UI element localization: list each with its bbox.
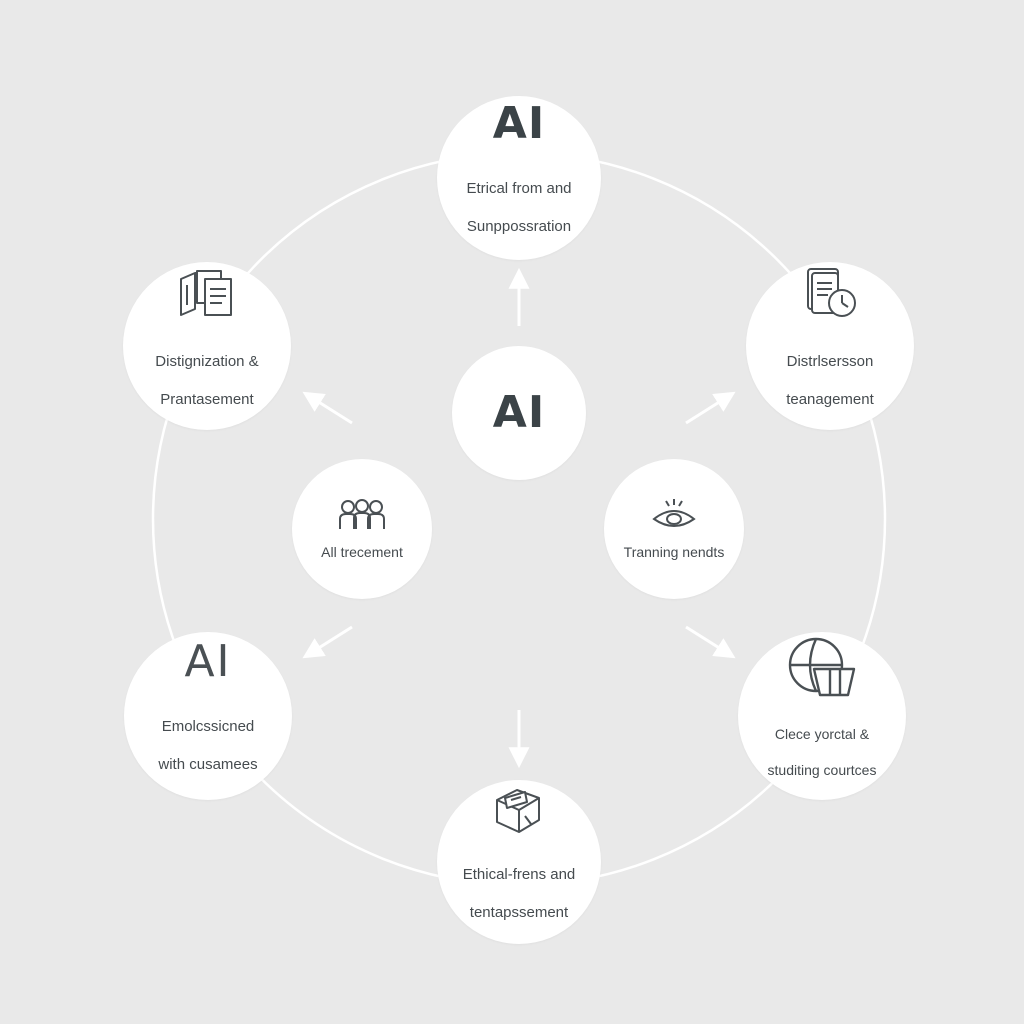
- bottom-node: Ethical-frens and tentapssement: [437, 780, 601, 944]
- lower-right-label-line1: Clece yorctal &: [774, 726, 870, 742]
- lower-left-label-line2: with cusamees: [158, 755, 258, 773]
- inner-left-label: All trecement: [321, 544, 403, 560]
- inner-right-node: Tranning nendts: [604, 459, 744, 599]
- people-group-icon: [339, 499, 385, 529]
- upper-right-label-line1: Distrlsersson: [786, 352, 874, 370]
- inner-right-label: Tranning nendts: [623, 544, 725, 560]
- top-node-label-line2: Sunppossration: [466, 217, 572, 235]
- globe-box-icon: [788, 637, 856, 697]
- top-node: AI Etrical from and Sunppossration: [437, 96, 601, 260]
- top-node-title: AI: [492, 97, 546, 149]
- center-title: AI: [492, 387, 546, 438]
- upper-left-label-line1: Distignization &: [155, 352, 259, 370]
- upper-left-node: Distignization & Prantasement: [123, 262, 291, 430]
- bottom-label-line1: Ethical-frens and: [462, 865, 576, 883]
- arrow-lower-left: [302, 625, 353, 659]
- lower-left-label-line1: Emolcssicned: [161, 717, 255, 735]
- upper-left-label-line2: Prantasement: [160, 390, 254, 408]
- package-box-icon: [496, 788, 540, 833]
- arrow-upper-left: [302, 391, 353, 425]
- inner-left-node: All trecement: [292, 459, 432, 599]
- document-clock-icon: [807, 267, 856, 317]
- eye-icon: [652, 499, 696, 527]
- arrow-upper-right: [685, 391, 736, 425]
- lower-left-title: AI: [184, 635, 232, 687]
- upper-right-label-line2: teanagement: [786, 390, 874, 408]
- folders-documents-icon: [180, 269, 232, 316]
- arrow-lower-right: [685, 625, 736, 659]
- lower-right-node: Clece yorctal & studiting courtces: [738, 632, 906, 800]
- bottom-label-line2: tentapssement: [469, 903, 569, 921]
- lower-left-node: AI Emolcssicned with cusamees: [124, 632, 292, 800]
- upper-right-node: Distrlsersson teanagement: [746, 262, 914, 430]
- center-node: AI: [452, 346, 586, 480]
- lower-right-label-line2: studiting courtces: [767, 762, 877, 778]
- top-node-label-line1: Etrical from and: [466, 179, 572, 197]
